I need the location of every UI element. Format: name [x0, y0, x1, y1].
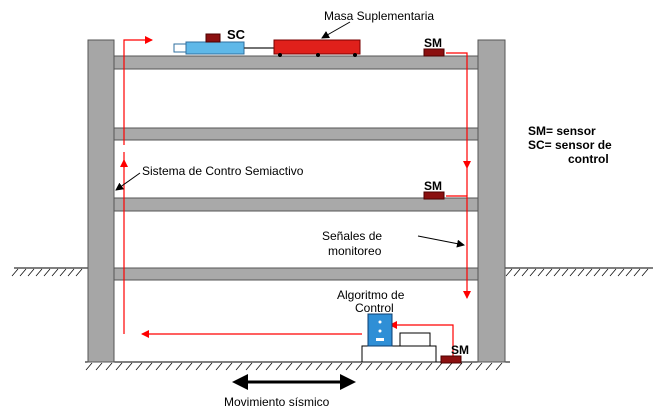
legend-sc-2: control: [568, 152, 609, 166]
right-column: [477, 39, 506, 363]
supplementary-mass: [273, 39, 361, 57]
label-sm-bottom: SM: [451, 343, 469, 357]
sensor-bottom: [440, 355, 462, 364]
label-movimiento: Movimiento sísmico: [224, 395, 330, 409]
label-sistema: Sistema de Contro Semiactivo: [142, 164, 304, 178]
label-senales-2: monitoreo: [328, 244, 382, 258]
seismic-arrow: [232, 374, 356, 390]
legend-sm: SM= sensor: [528, 124, 596, 138]
label-sm-top: SM: [424, 36, 442, 50]
label-sm-middle: SM: [424, 179, 442, 193]
label-algoritmo-2: Control: [355, 301, 394, 315]
actuator-device: [173, 33, 274, 55]
label-senales-1: Señales de: [322, 229, 383, 243]
ground: [11, 267, 653, 371]
control-equipment: [361, 313, 437, 363]
legend-sc-1: SC= sensor de: [528, 138, 612, 152]
sensor-top: [423, 48, 445, 57]
label-masa: Masa Suplementaria: [324, 9, 435, 23]
signal-lines: [120, 36, 471, 358]
sensor-middle: [423, 191, 445, 200]
legend: SM= sensor SC= sensor de control: [528, 124, 612, 166]
label-algoritmo-1: Algoritmo de: [337, 288, 405, 302]
left-column: [87, 39, 115, 363]
callouts: [115, 21, 465, 248]
label-sc-top: SC: [227, 27, 246, 42]
floor-slabs: [113, 55, 479, 281]
